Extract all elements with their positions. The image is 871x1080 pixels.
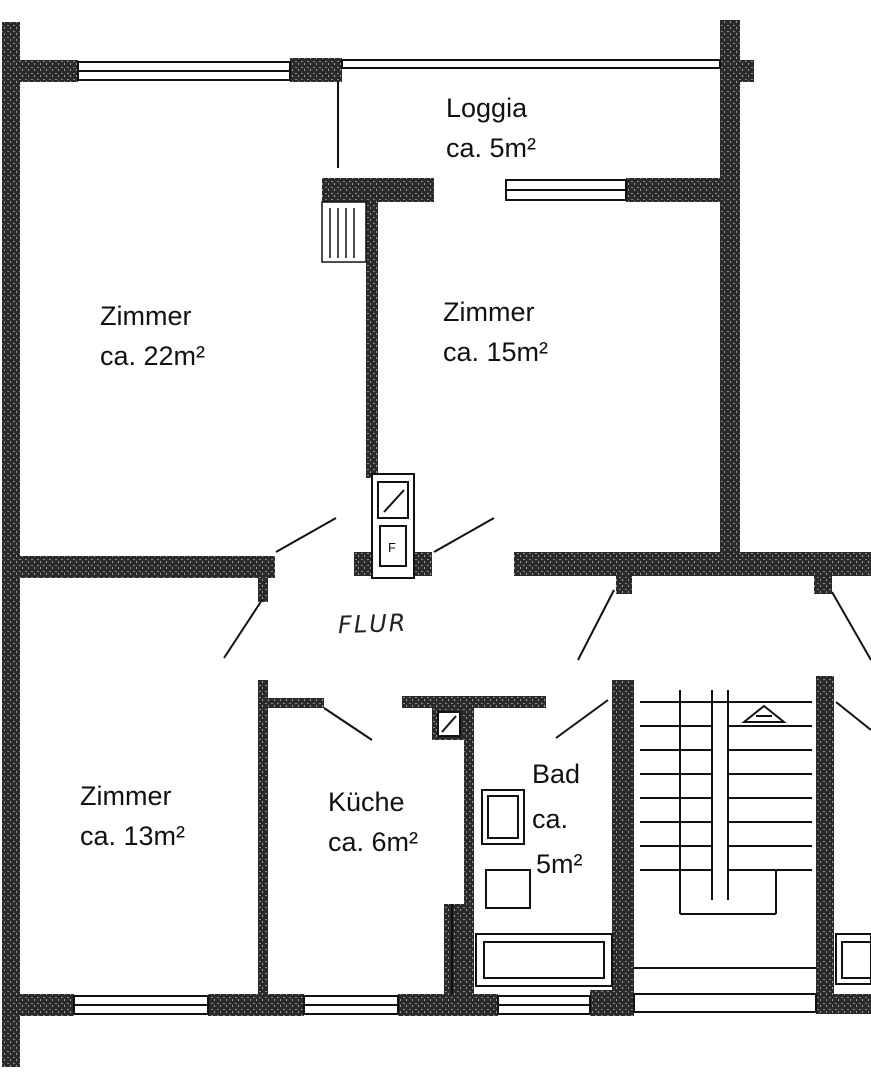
room-area: ca. 22m²: [100, 341, 206, 371]
room-area: ca. 15m²: [443, 337, 549, 367]
room-label-zimmer-22: Zimmer ca. 22m²: [100, 296, 205, 376]
flur-label: FLUR: [337, 608, 408, 640]
wall-mid-stub-1: [258, 576, 268, 602]
wall-bottom-4: [590, 990, 634, 1016]
room-label-kueche: Küche ca. 6m²: [328, 782, 418, 862]
wall-zimmer13-right: [258, 680, 268, 996]
wall-stair-right: [816, 676, 834, 1012]
room-name: Zimmer: [443, 297, 535, 327]
room-label-zimmer-15: Zimmer ca. 15m²: [443, 292, 548, 372]
wall-partition-vertical: [366, 200, 378, 478]
wall-mid-stub-2: [616, 576, 632, 594]
wall-mid-stub-3: [814, 576, 832, 594]
stove-top: [377, 481, 409, 519]
wall-bad-right: [612, 680, 634, 1010]
room-area-line1: ca.: [532, 804, 569, 834]
wall-bottom-3: [398, 994, 498, 1016]
door-zimmer13: [223, 599, 263, 659]
wall-right-stub: [740, 60, 754, 82]
door-kueche: [323, 707, 373, 741]
stove-mark: F: [388, 540, 396, 555]
radiator: [321, 201, 367, 263]
wall-mid-right: [514, 552, 871, 576]
room-label-loggia: Loggia ca. 5m²: [446, 88, 536, 168]
room-area-line2: 5m²: [536, 849, 583, 879]
wall-top-mid: [290, 58, 342, 82]
wall-kueche-pillar: [444, 904, 464, 996]
stove: F: [371, 473, 415, 579]
window-bottom-4: [633, 993, 817, 1013]
wall-left-outer: [2, 22, 20, 1067]
door-right: [831, 591, 871, 661]
wall-loggia-right: [626, 178, 722, 202]
toilet: [485, 869, 531, 909]
right-edge-fixture: [835, 933, 871, 985]
room-label-zimmer-13: Zimmer ca. 13m²: [80, 776, 185, 856]
windows: [73, 59, 817, 1015]
room-label-bad: Bad ca. 5m²: [532, 752, 583, 887]
room-area: ca. 6m²: [328, 827, 419, 857]
wall-mid-left: [20, 556, 275, 578]
stove-bottom: [379, 525, 407, 567]
room-name: Bad: [532, 759, 581, 789]
wall-bottom-2: [208, 994, 304, 1016]
wall-bad-top: [402, 696, 546, 708]
staircase: [634, 690, 816, 969]
walls: [2, 20, 871, 1067]
room-name: Loggia: [446, 93, 528, 123]
wall-kueche-top: [268, 698, 324, 708]
wall-right-upper: [720, 20, 740, 575]
wall-mid-chimney-left: [354, 552, 374, 576]
wall-mid-chimney-right: [412, 552, 432, 576]
wall-kueche-bad: [464, 698, 474, 996]
room-area: ca. 13m²: [80, 821, 186, 851]
room-name: Küche: [328, 787, 405, 817]
room-area: ca. 5m²: [446, 133, 537, 163]
door-bad: [555, 699, 609, 739]
wall-bottom-1: [20, 994, 74, 1016]
door-stair: [577, 589, 615, 661]
window-top-right: [341, 59, 721, 69]
door-swings: [223, 82, 871, 994]
wall-loggia-left: [322, 178, 434, 202]
stair-arrow: [741, 704, 787, 723]
door-stair-right: [835, 701, 871, 731]
door-zimmer22: [275, 517, 337, 553]
wall-bottom-5: [816, 994, 871, 1014]
wall-top-left: [20, 60, 78, 82]
room-name: Zimmer: [100, 301, 192, 331]
bathroom-fixtures: [437, 711, 613, 987]
door-zimmer15: [433, 517, 495, 553]
room-name: Zimmer: [80, 781, 172, 811]
